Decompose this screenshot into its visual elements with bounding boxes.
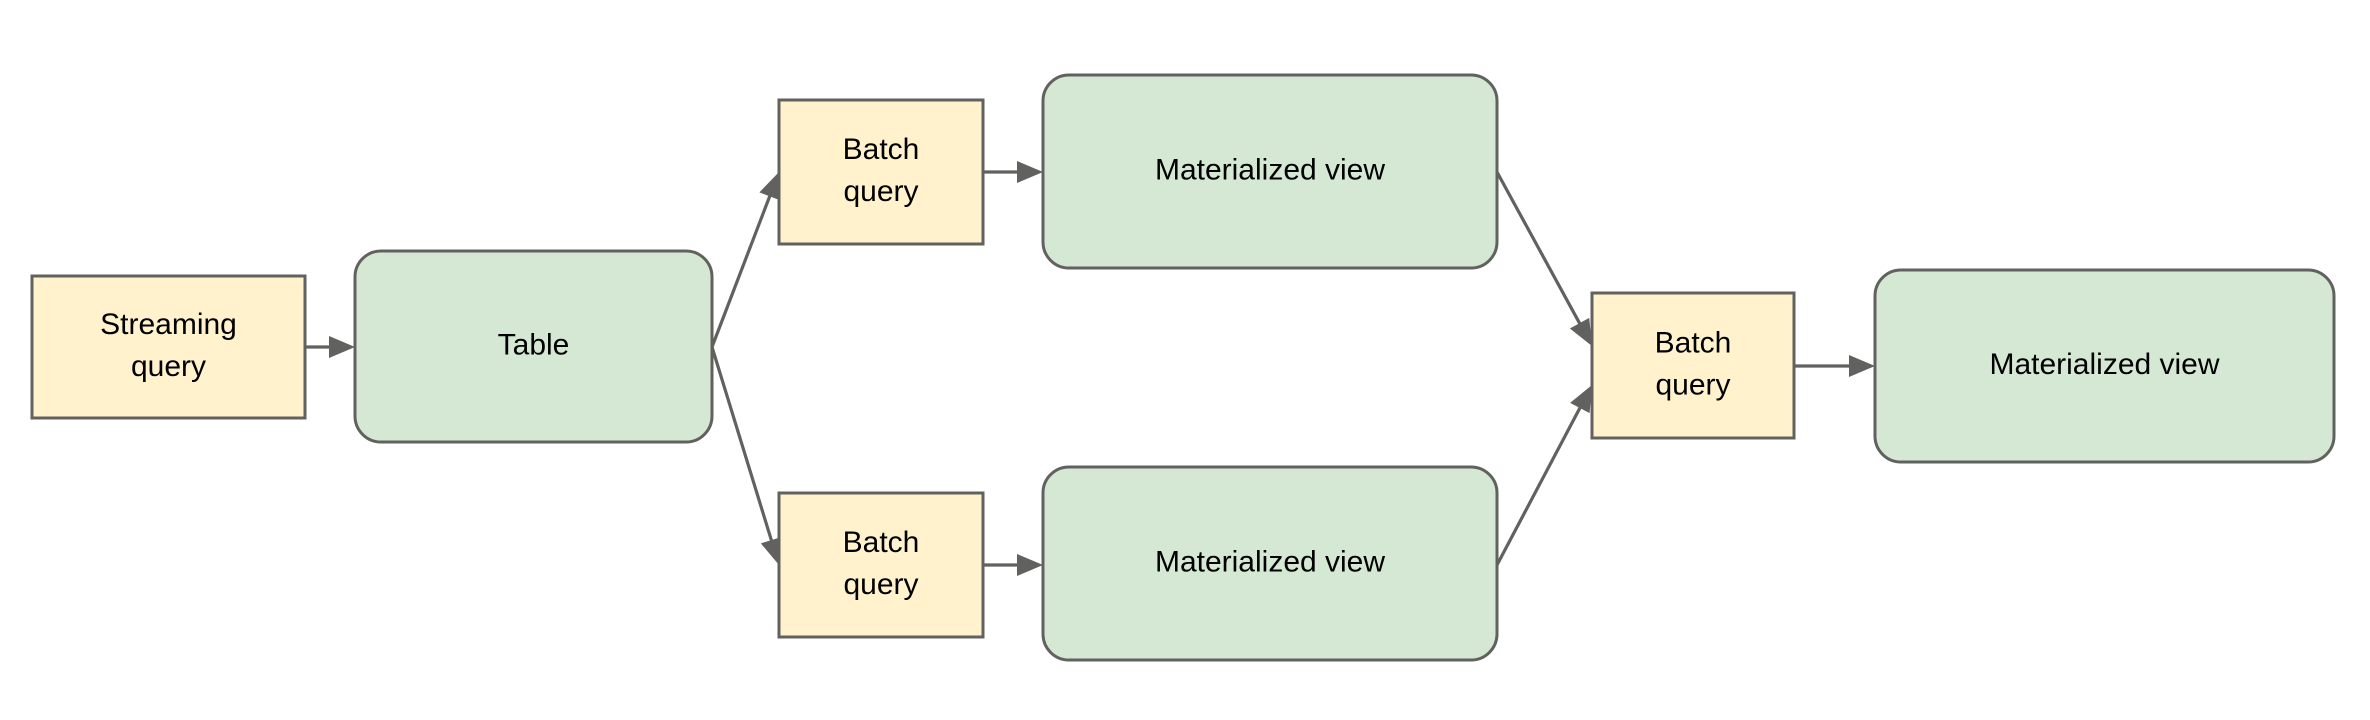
node-label-line2: query: [843, 568, 918, 601]
node-label: Materialized view: [1989, 348, 2219, 381]
node-batch-query-top[interactable]: Batch query: [777, 98, 985, 246]
node-label-line1: Batch: [1655, 326, 1732, 359]
edge-line: [710, 193, 772, 348]
edge-line: [1495, 171, 1582, 326]
node-label-line1: Streaming: [100, 308, 237, 341]
edge-table-to-batch-query-top: [710, 172, 780, 348]
edges-layer: [305, 161, 1875, 576]
node-materialized-view-final[interactable]: Materialized view: [1873, 268, 2336, 464]
arrow-head-icon: [1849, 355, 1875, 377]
node-shape: [1873, 268, 2336, 464]
node-shape: [777, 491, 985, 639]
node-label: Materialized view: [1155, 153, 1385, 186]
node-label-line1: Batch: [843, 526, 920, 559]
node-shape: [1041, 465, 1499, 662]
node-batch-query-join[interactable]: Batch query: [1590, 291, 1796, 440]
edge-batch-query-top-to-materialized-view-top: [983, 161, 1043, 183]
node-shape: [1590, 291, 1796, 440]
node-shape: [353, 249, 714, 444]
arrow-head-icon: [760, 536, 782, 565]
node-table[interactable]: Table: [353, 249, 714, 444]
node-label-line1: Batch: [843, 133, 920, 166]
arrow-head-icon: [1017, 554, 1043, 576]
node-materialized-view-bottom[interactable]: Materialized view: [1041, 465, 1499, 662]
node-label-line2: query: [843, 175, 918, 208]
node-shape: [777, 98, 985, 246]
edge-batch-query-bottom-to-materialized-view-bottom: [983, 554, 1043, 576]
node-label: Table: [498, 328, 570, 361]
node-shape: [1041, 73, 1499, 270]
node-streaming-query[interactable]: Streaming query: [30, 274, 307, 420]
node-label-line2: query: [131, 350, 206, 383]
edge-materialized-view-bottom-to-batch-query-join: [1495, 385, 1592, 566]
node-materialized-view-top[interactable]: Materialized view: [1041, 73, 1499, 270]
edge-streaming-query-to-table: [305, 336, 355, 358]
arrow-head-icon: [1569, 317, 1592, 346]
nodes-layer: StreamingqueryTableBatchqueryMaterialize…: [30, 73, 2336, 662]
arrow-head-icon: [1017, 161, 1043, 183]
node-label: Materialized view: [1155, 545, 1385, 578]
node-batch-query-bottom[interactable]: Batch query: [777, 491, 985, 639]
arrow-head-icon: [759, 172, 780, 201]
edge-line: [1495, 405, 1583, 566]
node-shape: [30, 274, 307, 420]
edge-materialized-view-top-to-batch-query-join: [1495, 171, 1592, 346]
arrow-head-icon: [329, 336, 355, 358]
edge-table-to-batch-query-bottom: [710, 346, 782, 565]
edge-batch-query-join-to-materialized-view-final: [1794, 355, 1875, 377]
node-label-line2: query: [1655, 368, 1730, 401]
edge-line: [710, 346, 774, 543]
arrow-head-icon: [1570, 385, 1592, 414]
